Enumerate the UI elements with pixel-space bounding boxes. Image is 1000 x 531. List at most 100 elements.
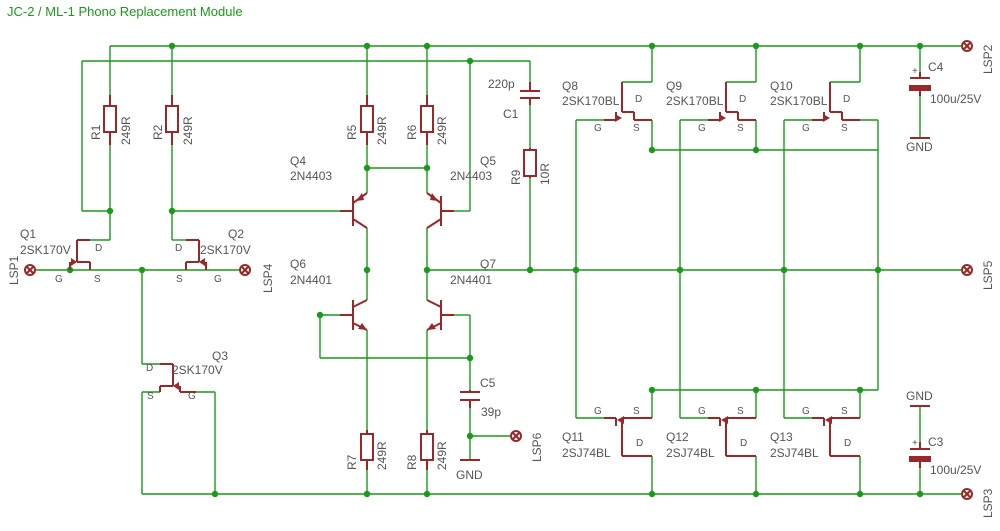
transistor-q5: Q5 2N4403 bbox=[426, 154, 496, 229]
svg-text:D: D bbox=[146, 363, 153, 374]
svg-text:D: D bbox=[636, 438, 643, 449]
connector-lsp6[interactable]: LSP6 bbox=[510, 430, 544, 462]
svg-text:+: + bbox=[912, 66, 918, 77]
svg-text:S: S bbox=[841, 123, 848, 134]
svg-text:+: + bbox=[912, 438, 918, 449]
svg-text:G: G bbox=[188, 391, 196, 402]
svg-text:G: G bbox=[214, 274, 222, 285]
svg-text:D: D bbox=[95, 243, 102, 254]
svg-text:S: S bbox=[147, 391, 154, 402]
connector-lsp4[interactable]: LSP4 bbox=[239, 263, 275, 293]
svg-text:Q6: Q6 bbox=[290, 257, 306, 271]
transistor-q1: D G S Q1 2SK170V bbox=[20, 227, 102, 285]
connector-lsp2[interactable]: LSP2 bbox=[961, 40, 995, 74]
svg-text:D: D bbox=[843, 94, 850, 105]
gnd-c3: GND bbox=[906, 389, 933, 407]
gnd-c4: GND bbox=[906, 137, 933, 154]
svg-text:S: S bbox=[94, 274, 101, 285]
transistor-q9: D G S Q9 2SK170BL bbox=[666, 79, 756, 134]
svg-text:C4: C4 bbox=[928, 60, 944, 74]
svg-text:D: D bbox=[739, 94, 746, 105]
svg-text:Q11: Q11 bbox=[562, 430, 584, 444]
transistor-q3: D S G Q3 2SK170V bbox=[146, 349, 228, 402]
svg-text:Q7: Q7 bbox=[480, 257, 496, 271]
svg-text:249R: 249R bbox=[375, 441, 389, 470]
svg-text:Q5: Q5 bbox=[480, 154, 496, 168]
transistor-q8: D G S Q8 2SK170BL bbox=[562, 79, 652, 134]
svg-text:249R: 249R bbox=[435, 116, 449, 145]
svg-text:2N4401: 2N4401 bbox=[450, 273, 492, 287]
junctions bbox=[66, 42, 924, 498]
transistor-q7: Q7 2N4401 bbox=[426, 257, 496, 331]
svg-text:S: S bbox=[737, 123, 744, 134]
svg-text:LSP3: LSP3 bbox=[981, 488, 995, 518]
resistor-r9: R9 10R bbox=[509, 148, 552, 185]
svg-text:GND: GND bbox=[906, 389, 933, 403]
resistor-r8: R8 249R bbox=[405, 430, 449, 470]
transistor-q4: Q4 2N4403 bbox=[290, 154, 368, 229]
svg-text:10R: 10R bbox=[538, 163, 552, 185]
svg-text:LSP4: LSP4 bbox=[261, 263, 275, 293]
svg-text:Q8: Q8 bbox=[562, 79, 578, 93]
svg-text:G: G bbox=[698, 406, 706, 417]
svg-text:2SK170BL: 2SK170BL bbox=[562, 94, 620, 108]
transistor-q2: D S G Q2 2SK170V bbox=[175, 227, 251, 285]
svg-text:G: G bbox=[594, 406, 602, 417]
svg-text:Q2: Q2 bbox=[228, 227, 244, 241]
svg-text:G: G bbox=[55, 274, 63, 285]
svg-text:S: S bbox=[737, 406, 744, 417]
svg-text:GND: GND bbox=[906, 140, 933, 154]
svg-text:R7: R7 bbox=[345, 454, 359, 470]
svg-text:G: G bbox=[594, 123, 602, 134]
connector-lsp5[interactable]: LSP5 bbox=[961, 260, 995, 290]
svg-text:S: S bbox=[841, 406, 848, 417]
svg-text:Q3: Q3 bbox=[212, 349, 228, 363]
svg-text:2SK170V: 2SK170V bbox=[172, 363, 223, 377]
svg-text:C5: C5 bbox=[480, 376, 496, 390]
svg-text:Q4: Q4 bbox=[290, 154, 306, 168]
svg-text:100u/25V: 100u/25V bbox=[930, 463, 981, 477]
svg-text:2SK170V: 2SK170V bbox=[20, 243, 71, 257]
svg-text:D: D bbox=[175, 243, 182, 254]
svg-text:39p: 39p bbox=[481, 405, 501, 419]
connector-lsp3[interactable]: LSP3 bbox=[961, 488, 995, 518]
svg-text:LSP5: LSP5 bbox=[981, 260, 995, 290]
svg-text:2N4401: 2N4401 bbox=[290, 273, 332, 287]
resistor-r1: R1 249R bbox=[89, 95, 133, 145]
svg-text:C3: C3 bbox=[928, 435, 944, 449]
svg-text:R8: R8 bbox=[405, 454, 419, 470]
resistor-r7: R7 249R bbox=[345, 430, 389, 470]
transistor-q13: G S D Q13 2SJ74BL bbox=[770, 406, 860, 460]
svg-text:G: G bbox=[802, 123, 810, 134]
transistor-q11: G S D Q11 2SJ74BL bbox=[562, 406, 652, 460]
svg-text:Q12: Q12 bbox=[666, 430, 689, 444]
capacitor-c1: 220p C1 bbox=[488, 77, 540, 121]
svg-text:Q13: Q13 bbox=[770, 430, 793, 444]
svg-text:G: G bbox=[698, 123, 706, 134]
svg-text:R6: R6 bbox=[405, 124, 419, 140]
svg-text:249R: 249R bbox=[181, 116, 195, 145]
capacitor-c3: + C3 100u/25V bbox=[909, 435, 981, 477]
svg-text:2N4403: 2N4403 bbox=[290, 169, 332, 183]
svg-text:D: D bbox=[635, 94, 642, 105]
svg-text:249R: 249R bbox=[375, 116, 389, 145]
svg-text:2SK170V: 2SK170V bbox=[200, 243, 251, 257]
transistor-q12: G S D Q12 2SJ74BL bbox=[666, 406, 756, 460]
svg-text:220p: 220p bbox=[488, 77, 515, 91]
transistor-q10: D G S Q10 2SK170BL bbox=[770, 79, 860, 134]
connector-lsp1[interactable]: LSP1 bbox=[7, 255, 36, 285]
resistor-r2: R2 249R bbox=[151, 95, 195, 145]
svg-text:2SJ74BL: 2SJ74BL bbox=[666, 446, 715, 460]
svg-text:S: S bbox=[176, 274, 183, 285]
svg-text:2SK170BL: 2SK170BL bbox=[770, 94, 828, 108]
svg-text:2N4403: 2N4403 bbox=[450, 169, 492, 183]
svg-text:LSP2: LSP2 bbox=[981, 44, 995, 74]
svg-text:C1: C1 bbox=[503, 107, 519, 121]
svg-text:Q1: Q1 bbox=[20, 227, 36, 241]
svg-text:2SJ74BL: 2SJ74BL bbox=[770, 446, 819, 460]
capacitor-c5: C5 39p bbox=[460, 376, 501, 419]
svg-text:R9: R9 bbox=[509, 169, 523, 185]
resistor-r6: R6 249R bbox=[405, 95, 449, 145]
svg-text:S: S bbox=[633, 123, 640, 134]
